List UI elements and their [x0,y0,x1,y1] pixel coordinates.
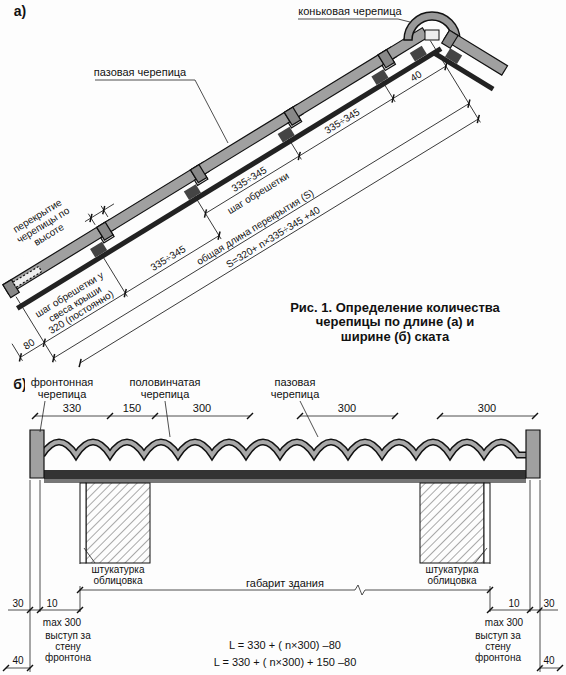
dimension-value: max 300 [42,617,82,628]
dimension-value: 40 [11,655,24,666]
part-name: штукатурка облицовка [78,564,158,586]
dimension-tick [201,209,209,217]
dimension-tick [16,353,24,361]
dimension-tick [215,232,223,240]
dimension-tick [437,413,443,419]
dimension-tick [527,607,533,613]
dimension-tick [152,413,158,419]
leader-lines [95,19,410,143]
dimension-tick [27,607,33,613]
dimension-value: 30 [542,598,555,609]
dimension-value: 30 [11,598,24,609]
dimension-tick [487,587,493,593]
dimension-note: выступ за стену фронтона [36,630,100,663]
dimension-tick [100,206,108,214]
figure-caption: Рис. 1. Определение количества черепицы … [288,301,502,344]
dimension-value: 150 [122,402,142,414]
part-letter: а) [13,4,27,19]
part-name: пазовая черепица [93,66,187,78]
tile-cross-section [30,430,540,483]
rafter [16,46,442,310]
dimension-value: 80 [20,336,37,352]
dimension-value: max 300 [484,617,524,628]
dimension-note: габарит здания [245,577,325,589]
dimension-tick [77,607,83,613]
opposite-slope [432,29,507,91]
dimension-tick [392,413,398,419]
dimension-ticks [3,413,563,671]
dimension-tick [50,354,58,362]
dimension-value: 300 [477,402,497,414]
dimension-value: 300 [192,402,212,414]
dimension-tick [297,413,303,419]
dimension-value: 330 [62,402,82,414]
dimension-value: 10 [507,598,520,609]
walls [80,483,490,563]
dimension-tick [107,413,113,419]
dimension-tick [76,359,84,367]
part-name: фронтонная черепица [25,376,99,400]
dimension-note: выступ за стену фронтона [466,630,530,663]
dimension-tick [3,665,9,671]
dimension-tick [77,587,83,593]
dimension-value: 10 [45,598,58,609]
dimension-tick [474,115,482,123]
dimension-value: 300 [337,402,357,414]
formula: L = 330 + ( n×300) + 150 –80 [213,656,358,668]
dimension-tick [27,665,33,671]
part-name: половинчатая черепица [122,376,208,400]
dimension-value: 40 [542,655,555,666]
dimension-tick [532,413,538,419]
dimension-tick [37,607,43,613]
groove-tiles [3,28,431,300]
part-name: штукатурка облицовка [412,564,492,586]
dimension-tick [87,214,95,222]
dimension-lines-b [6,401,560,672]
dimension-tick [465,100,473,108]
dimension-tick [389,94,397,102]
dimension-value: 40 [407,68,424,84]
part-name: коньковая черепица [297,5,402,17]
dimension-tick [295,152,303,160]
dimension-tick [40,339,48,347]
formula: L = 330 + ( n×300) –80 [228,639,342,651]
dimension-tick [557,665,563,671]
dimension-tick [537,665,543,671]
part-name: пазовая черепица [259,376,331,400]
dimension-tick [32,413,38,419]
dimension-tick [487,607,493,613]
dimension-value: 335÷345 [148,243,189,274]
dimension-tick [247,413,253,419]
dimension-tick [121,289,129,297]
